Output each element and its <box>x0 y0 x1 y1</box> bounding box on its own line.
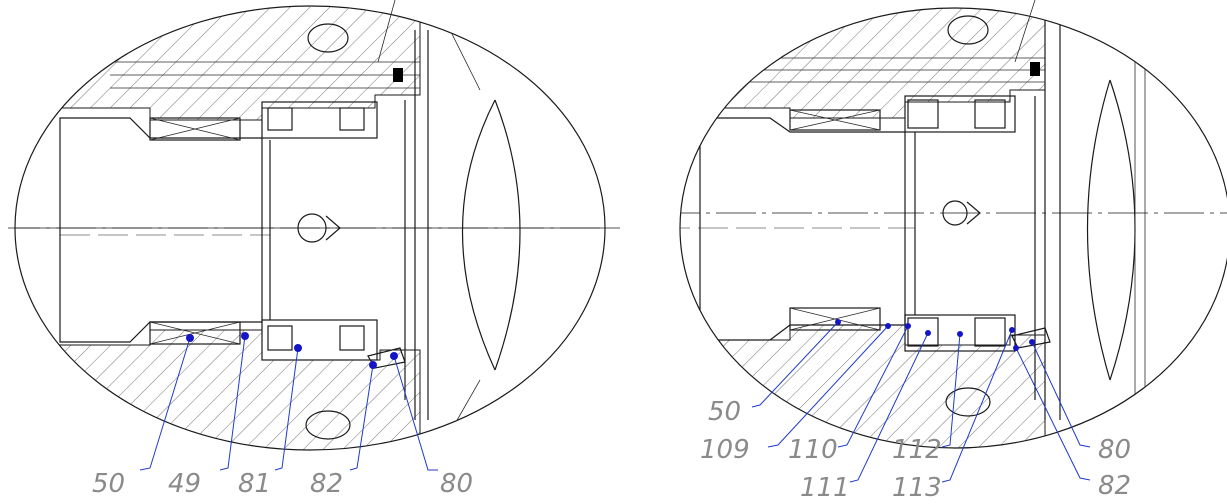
callout-right-82: 82 <box>1098 471 1131 501</box>
callout-left-80: 80 <box>440 469 473 499</box>
lower-housing <box>15 329 421 450</box>
left-leaders <box>139 332 438 471</box>
callout-right-113: 113 <box>892 473 942 503</box>
callout-left-49: 49 <box>168 469 201 499</box>
left-view-drawing <box>8 5 620 451</box>
callout-right-80: 80 <box>1098 435 1131 465</box>
callout-left-82: 82 <box>310 469 343 499</box>
callout-left-50: 50 <box>92 469 125 499</box>
right-view-drawing <box>679 7 1227 449</box>
callout-right-110: 110 <box>788 435 838 465</box>
callout-right-111: 111 <box>800 473 850 503</box>
callout-right-112: 112 <box>892 435 942 465</box>
callout-left-81: 81 <box>238 469 271 499</box>
right-leaders <box>751 319 1091 483</box>
callout-right-50: 50 <box>708 397 741 427</box>
callout-right-109: 109 <box>700 435 750 465</box>
